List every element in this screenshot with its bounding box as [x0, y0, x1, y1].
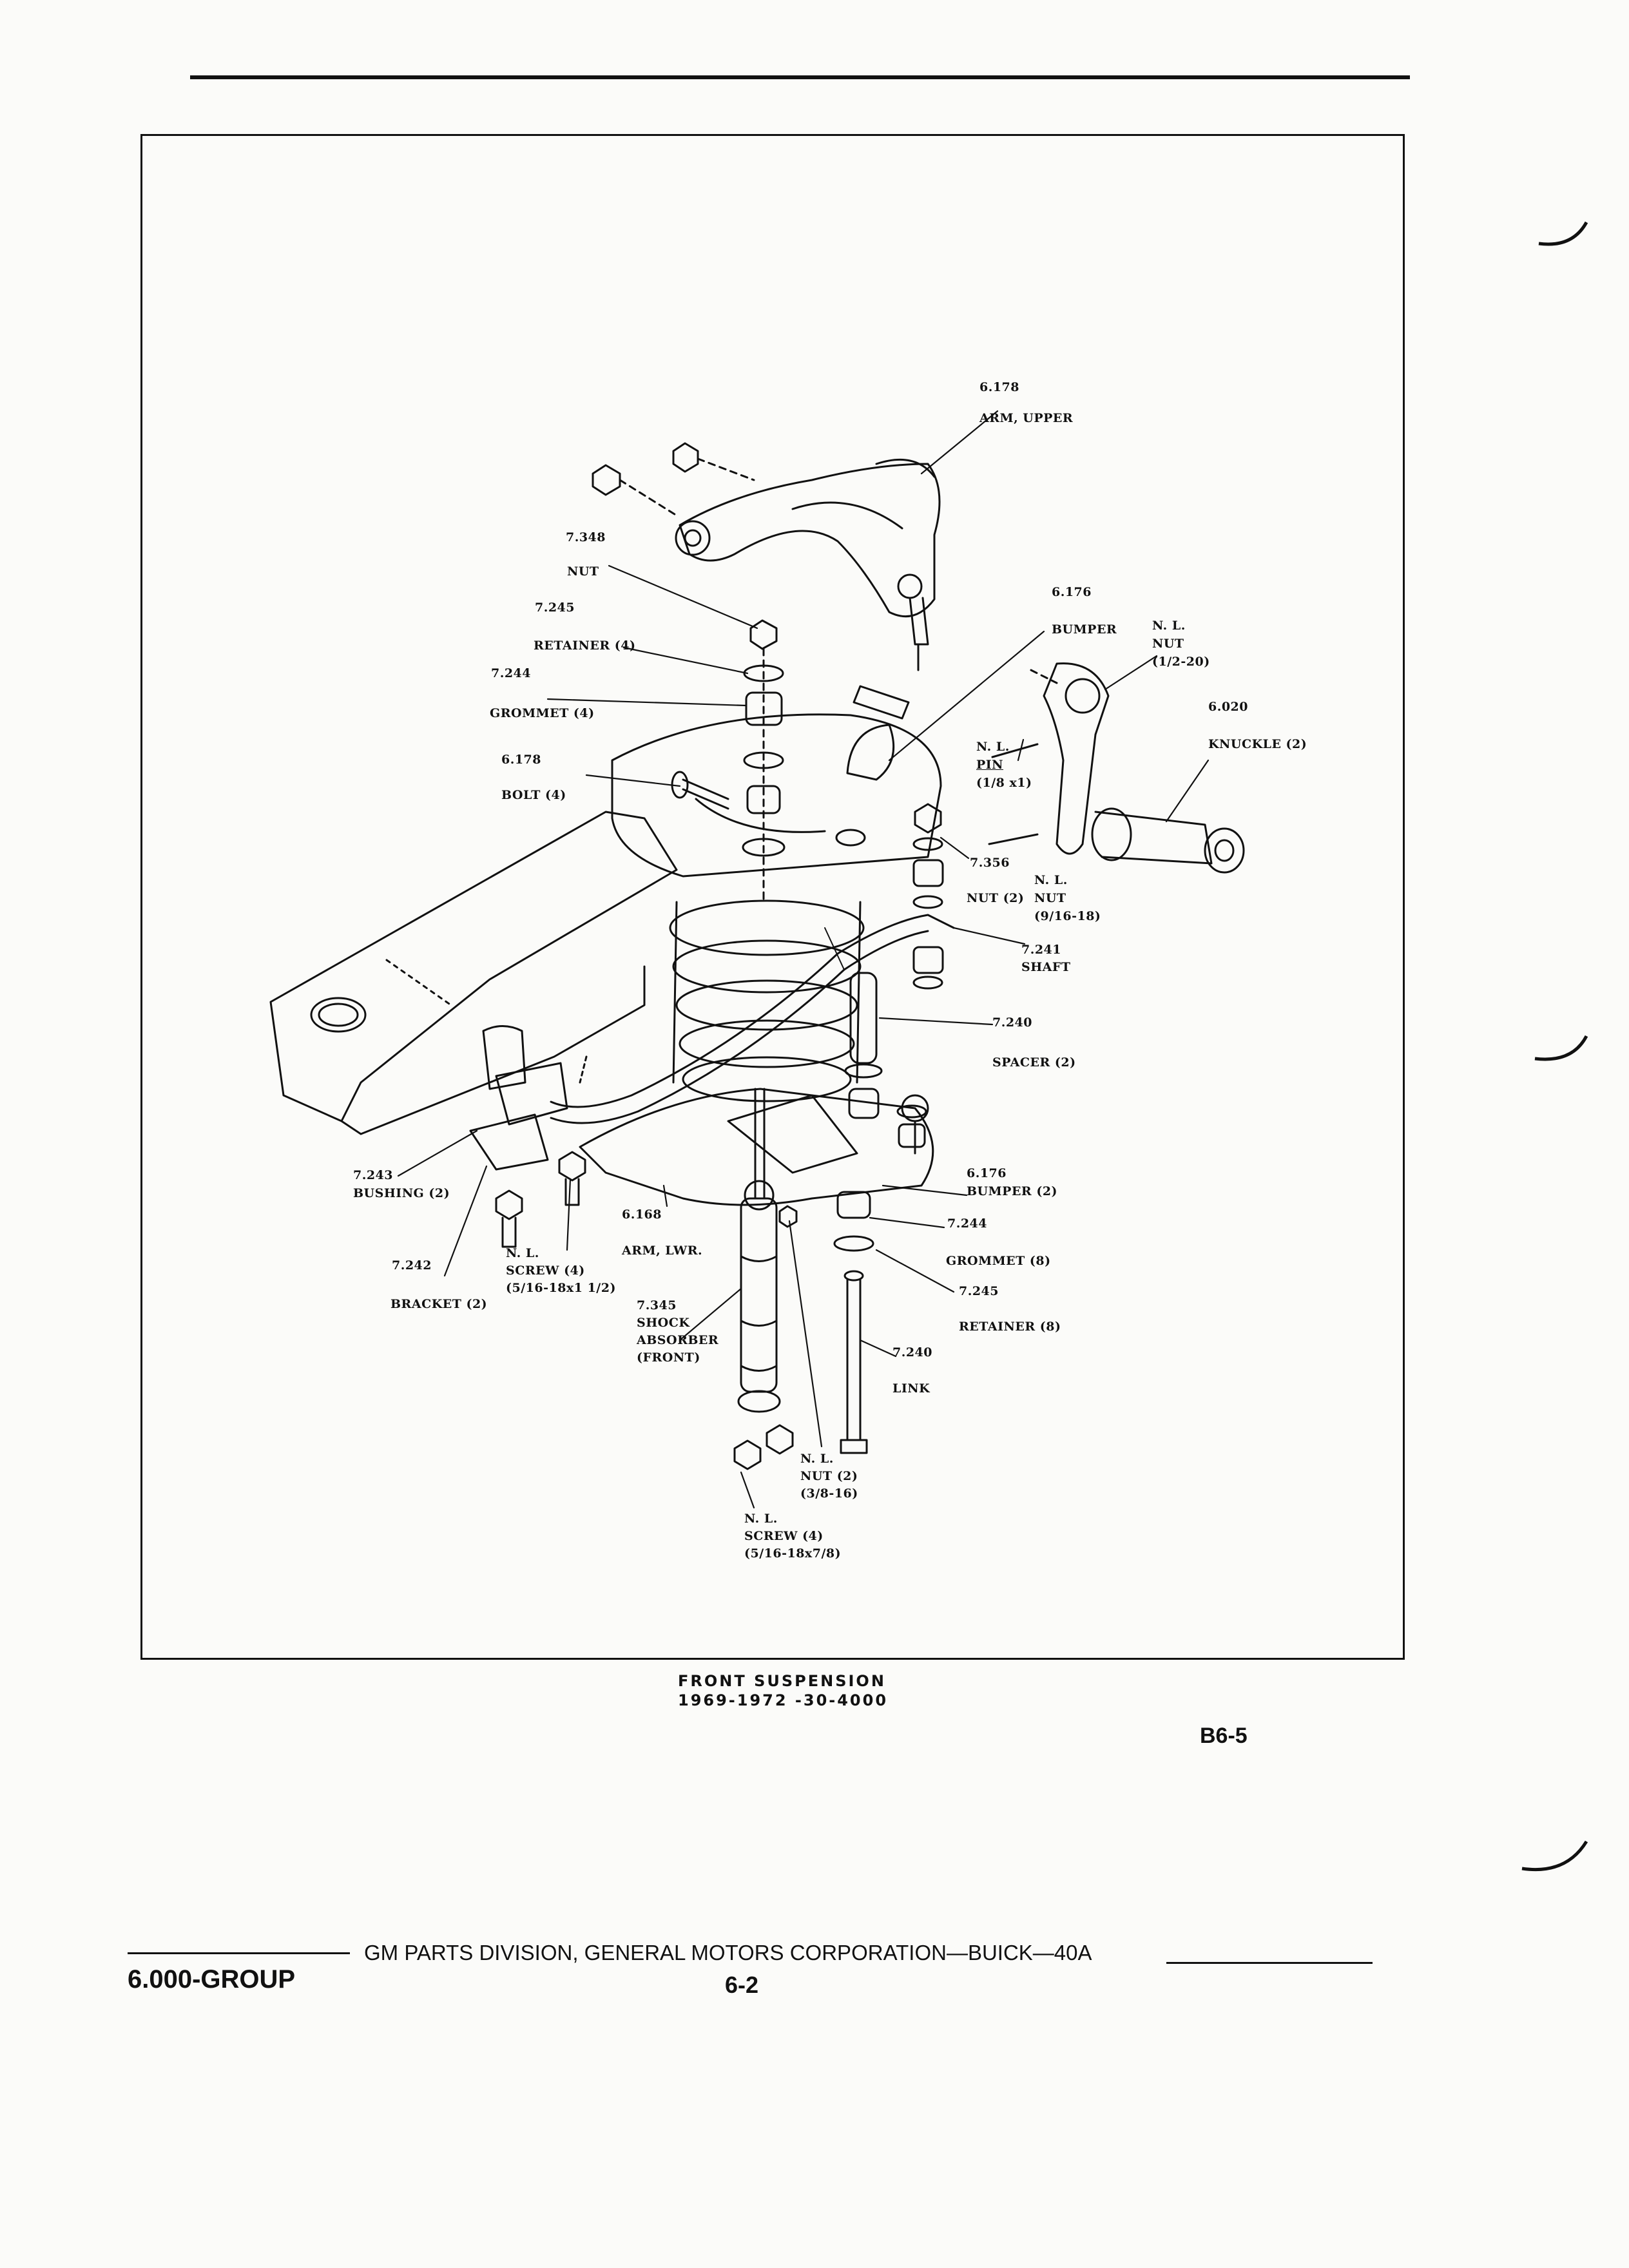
label-arm-lwr-num: 6.168 — [622, 1207, 662, 1222]
label-shock-2: ABSORBER — [637, 1333, 719, 1347]
label-nl-screw-bot-1: N. L. — [744, 1512, 778, 1526]
lower-link-stack — [833, 1191, 874, 1454]
label-nut-num: 7.348 — [566, 530, 606, 544]
label-bumper-lower-name: BUMPER (2) — [967, 1184, 1058, 1198]
label-nl-nut-bot-3: (3/8-16) — [800, 1486, 858, 1501]
upper-arm — [675, 458, 941, 671]
diagram-caption-title: FRONT SUSPENSION — [678, 1672, 886, 1690]
label-nl-nut-mid-2: NUT — [1034, 891, 1066, 905]
label-bracket-name: BRACKET (2) — [390, 1297, 488, 1311]
label-nl-nut-mid-3: (9/16-18) — [1034, 909, 1101, 923]
label-shaft-num: 7.241 — [1021, 943, 1061, 957]
label-nl-pin-1: N. L. — [976, 740, 1010, 754]
spacer — [844, 972, 883, 1119]
coil-spring — [669, 899, 865, 1102]
label-nl-screw-mid-3: (5/16-18x1 1/2) — [506, 1281, 616, 1295]
shock-lower-hardware — [733, 1205, 798, 1470]
label-bracket-num: 7.242 — [392, 1258, 432, 1273]
label-nl-nut-bot-2: NUT (2) — [800, 1469, 858, 1483]
label-knuckle-num: 6.020 — [1208, 700, 1248, 714]
label-nl-pin-2: PIN — [976, 758, 1004, 772]
frame-rail — [269, 811, 678, 1135]
label-nl-pin-3: (1/8 x1) — [976, 776, 1032, 790]
diagram-frame — [140, 134, 1405, 1660]
label-shock-3: (FRONT) — [637, 1350, 700, 1365]
label-shock-1: SHOCK — [637, 1316, 690, 1330]
label-arm-lwr-name: ARM, LWR. — [622, 1244, 703, 1258]
label-grommet8-num: 7.244 — [947, 1216, 987, 1231]
label-nl-nut-top-2: NUT — [1152, 637, 1184, 651]
label-nl-screw-mid-2: SCREW (4) — [506, 1264, 585, 1278]
label-nl-nut-top-3: (1/2-20) — [1152, 655, 1210, 669]
footer-rule-right — [1166, 1962, 1373, 1964]
upper-arm-nuts — [592, 442, 755, 517]
label-bolt-name: BOLT (4) — [501, 788, 566, 802]
label-shaft-name: SHAFT — [1021, 960, 1071, 974]
label-nl-screw-bot-3: (5/16-18x7/8) — [744, 1546, 842, 1561]
header-rule — [190, 75, 1410, 79]
label-link-num: 7.240 — [892, 1345, 932, 1360]
link-ends — [896, 1104, 927, 1148]
page-code: B6-5 — [1200, 1724, 1248, 1748]
bracket-screws — [495, 1151, 586, 1248]
label-retainer-num: 7.245 — [535, 601, 575, 615]
upper-grommet-stack — [742, 619, 786, 903]
label-retainer8-num: 7.245 — [959, 1284, 999, 1298]
label-knuckle-name: KNUCKLE (2) — [1208, 737, 1307, 751]
footer-rule-left — [128, 1952, 350, 1954]
label-bumper-upper-name: BUMPER — [1052, 622, 1117, 637]
label-bumper-upper-num: 6.176 — [1052, 585, 1092, 599]
diagram-caption-subtitle: 1969-1972 -30-4000 — [678, 1691, 889, 1709]
label-nl-nut-mid-1: N. L. — [1034, 873, 1068, 887]
label-bolt-num: 6.178 — [501, 753, 541, 767]
footer-group: 6.000-GROUP — [128, 1965, 296, 1994]
label-nl-screw-bot-2: SCREW (4) — [744, 1529, 824, 1543]
label-nl-nut-top-1: N. L. — [1152, 619, 1186, 633]
label-bushing-num: 7.243 — [353, 1168, 393, 1182]
label-spacer-num: 7.240 — [992, 1015, 1032, 1030]
upper-bumper — [846, 724, 895, 781]
shock-absorber — [737, 1088, 781, 1413]
label-spacer-name: SPACER (2) — [992, 1055, 1076, 1070]
label-retainer8-name: RETAINER (8) — [959, 1320, 1061, 1334]
label-nut-name: NUT — [567, 564, 599, 579]
label-nut2-num: 7.356 — [970, 856, 1010, 870]
bracket-bushing — [469, 1025, 588, 1171]
label-grommet-num: 7.244 — [491, 666, 531, 680]
spring-tower — [611, 713, 942, 878]
label-arm-upper-num: 6.178 — [979, 380, 1019, 394]
lower-arm — [579, 1088, 934, 1206]
footer-page-number: 6-2 — [725, 1972, 759, 1998]
link-stack-upper — [912, 803, 944, 990]
label-bumper-lower-num: 6.176 — [967, 1166, 1007, 1180]
label-grommet8-name: GROMMET (8) — [946, 1254, 1051, 1268]
label-nl-screw-mid-1: N. L. — [506, 1246, 539, 1260]
label-link-name: LINK — [892, 1381, 930, 1396]
steering-knuckle — [988, 662, 1245, 874]
label-bushing-name: BUSHING (2) — [353, 1186, 450, 1200]
label-nut2-name: NUT (2) — [967, 891, 1025, 905]
leader-lines — [397, 410, 1210, 1509]
stabilizer-bar — [550, 914, 955, 1124]
label-retainer-name: RETAINER (4) — [534, 639, 636, 653]
label-grommet-name: GROMMET (4) — [490, 706, 595, 720]
label-shock-num: 7.345 — [637, 1298, 677, 1312]
label-nl-nut-bot-1: N. L. — [800, 1452, 834, 1466]
footer-publisher: GM PARTS DIVISION, GENERAL MOTORS CORPOR… — [364, 1941, 1092, 1965]
label-arm-upper-name: ARM, UPPER — [979, 411, 1074, 425]
